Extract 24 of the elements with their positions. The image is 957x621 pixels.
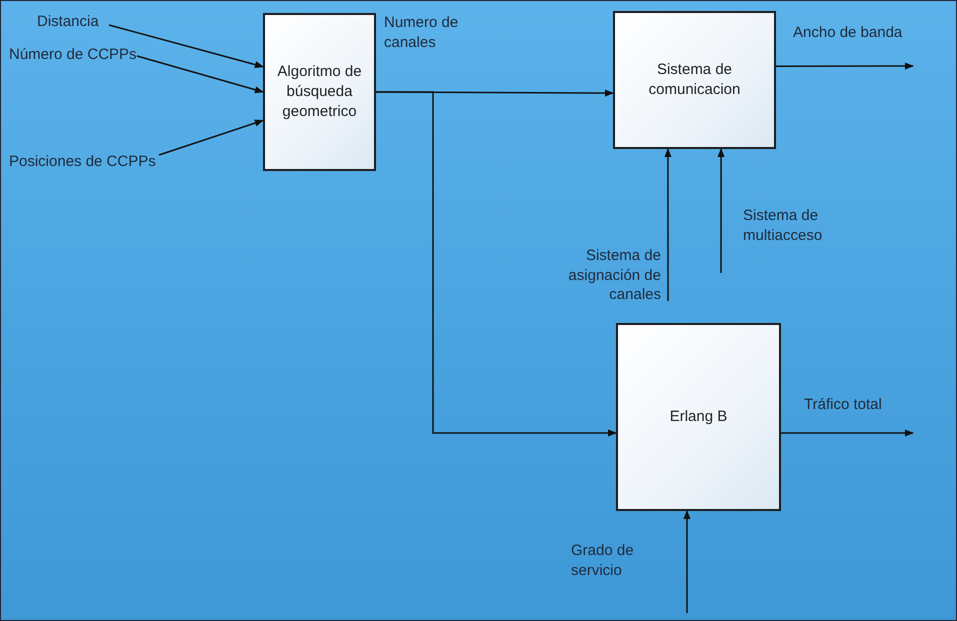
box-label: Erlang B bbox=[670, 406, 728, 427]
process-box bbox=[616, 323, 781, 511]
arrow bbox=[158, 120, 264, 156]
edge-label: Sistema de asignación de canales bbox=[567, 246, 661, 304]
input-label: Distancia bbox=[37, 13, 99, 31]
arrow bbox=[717, 148, 725, 273]
arrow bbox=[108, 24, 264, 68]
arrow bbox=[376, 91, 617, 437]
edge-label: Ancho de banda bbox=[793, 23, 904, 42]
arrow bbox=[776, 62, 914, 70]
edge-label: Sistema de multiacceso bbox=[743, 206, 824, 245]
input-label: Posiciones de CCPPs bbox=[9, 153, 156, 171]
process-box bbox=[613, 11, 776, 149]
box-label: Algoritmo de búsqueda geometrico bbox=[276, 62, 363, 122]
edge-label: Tráfico total bbox=[804, 395, 883, 414]
input-label: Número de CCPPs bbox=[9, 46, 137, 64]
arrow bbox=[136, 55, 264, 94]
edge-label: Numero de canales bbox=[384, 13, 460, 52]
box-label: Sistema de comunicacion bbox=[648, 60, 742, 100]
edge-label: Grado de servicio bbox=[571, 541, 635, 580]
process-box bbox=[263, 13, 376, 171]
arrow bbox=[781, 429, 914, 437]
arrow bbox=[664, 148, 672, 301]
arrow bbox=[683, 510, 691, 613]
